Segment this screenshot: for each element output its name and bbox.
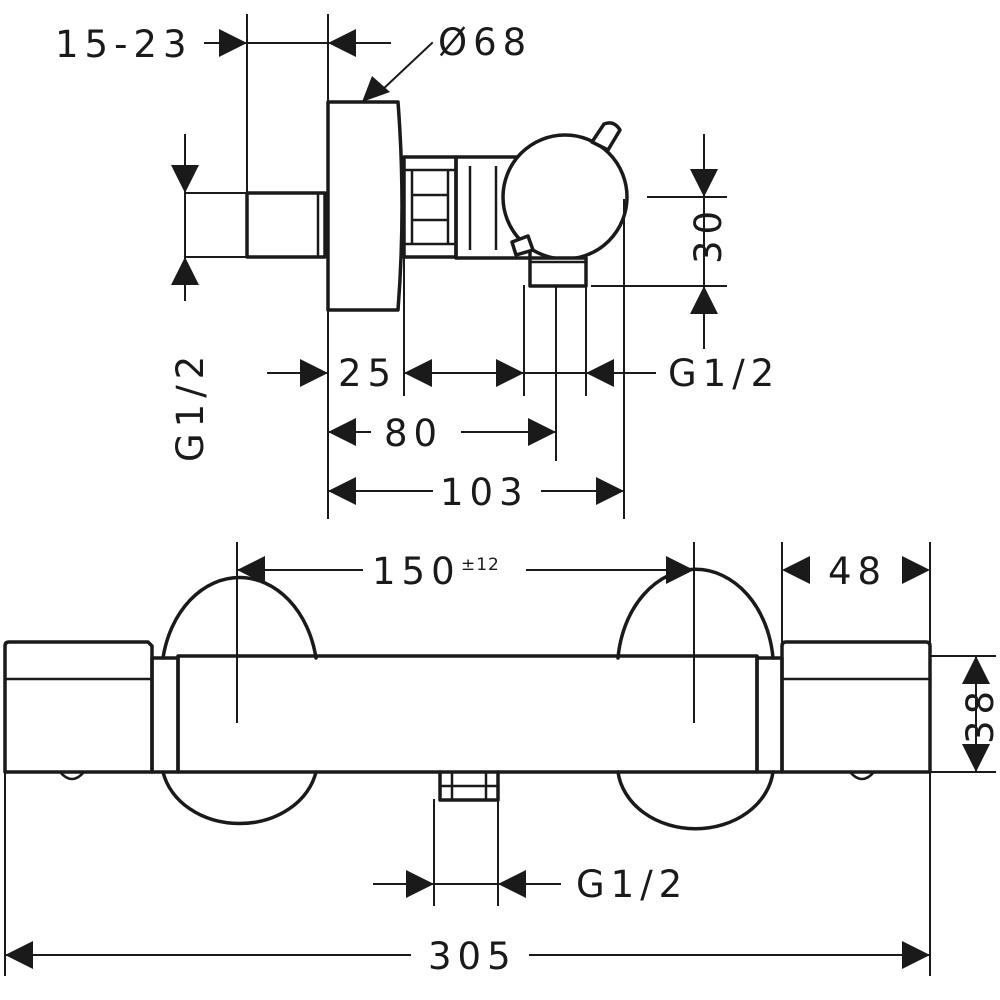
bottom-outlet	[438, 770, 500, 802]
end-cap-right	[780, 640, 932, 774]
dim-bottom-thread: G1/2	[576, 863, 688, 906]
wall-rosette	[326, 100, 404, 312]
dim-103: 103	[440, 471, 529, 514]
dim-diameter: Ø68	[438, 21, 532, 64]
side-view: 15-23 Ø68 G1/2 30 25 G1/2 80	[55, 14, 780, 519]
dim-centers-tolerance: ±12	[461, 555, 500, 575]
dim-25: 25	[338, 352, 397, 395]
dim-end-cap: 48	[828, 550, 887, 593]
dim-outlet-thread: G1/2	[668, 352, 780, 395]
inlet-nipple	[245, 191, 327, 259]
front-view: 150 ±12 48 38 G1/2 305	[3, 542, 1000, 978]
connector-nut	[402, 155, 458, 259]
dim-wall-distance: 15-23	[55, 23, 193, 66]
mixer-body-front	[176, 654, 759, 774]
dim-80: 80	[384, 412, 443, 455]
rosette-right	[616, 567, 775, 831]
rosette-left	[161, 575, 318, 826]
dim-inlet-thread: G1/2	[169, 350, 212, 462]
dim-outlet-height: 30	[687, 205, 730, 264]
end-cap-left	[3, 640, 154, 774]
dim-centers: 150	[372, 550, 461, 593]
dim-total-width: 305	[428, 935, 517, 978]
thermostat-handle-side	[501, 121, 629, 261]
dim-height: 38	[959, 685, 1000, 744]
